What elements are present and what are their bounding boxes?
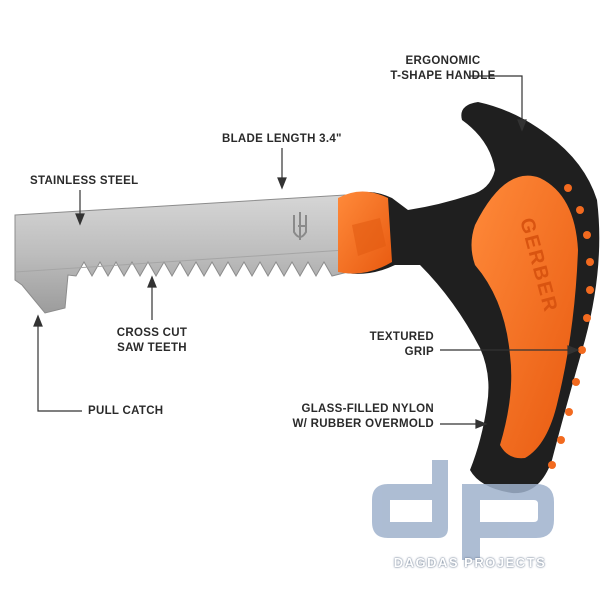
label-nylon-line1: GLASS-FILLED NYLON [301, 403, 434, 415]
leader-lines [33, 75, 580, 429]
label-nylon-overmold: GLASS-FILLED NYLON W/ RUBBER OVERMOLD [290, 402, 434, 432]
label-pull-catch: PULL CATCH [88, 405, 164, 417]
label-stainless-steel: STAINLESS STEEL [30, 175, 139, 187]
orange-grip-panel [471, 175, 578, 459]
textured-grip-dots [548, 184, 594, 469]
label-cross-cut-line1: CROSS CUT [116, 327, 188, 339]
watermark-logo [372, 460, 554, 560]
handle: GERBER [338, 102, 600, 494]
gerber-logo-icon [293, 212, 307, 240]
blade [14, 194, 349, 314]
label-ergonomic-handle: ERGONOMIC T-SHAPE HANDLE [368, 54, 518, 84]
label-textured-line1: TEXTURED [369, 331, 434, 343]
label-blade-length: BLADE LENGTH 3.4" [222, 133, 342, 145]
label-cross-cut-line2: SAW TEETH [117, 342, 187, 354]
label-ergonomic-line1: ERGONOMIC [405, 55, 481, 67]
label-ergonomic-line2: T-SHAPE HANDLE [390, 70, 496, 82]
label-nylon-line2: W/ RUBBER OVERMOLD [292, 418, 434, 430]
label-textured-grip: TEXTURED GRIP [352, 330, 434, 360]
label-textured-line2: GRIP [404, 346, 434, 358]
orange-bolster-inlay [352, 218, 386, 256]
watermark-text: DAGDAS PROJECTS [393, 555, 547, 570]
label-cross-cut: CROSS CUT SAW TEETH [100, 326, 204, 356]
